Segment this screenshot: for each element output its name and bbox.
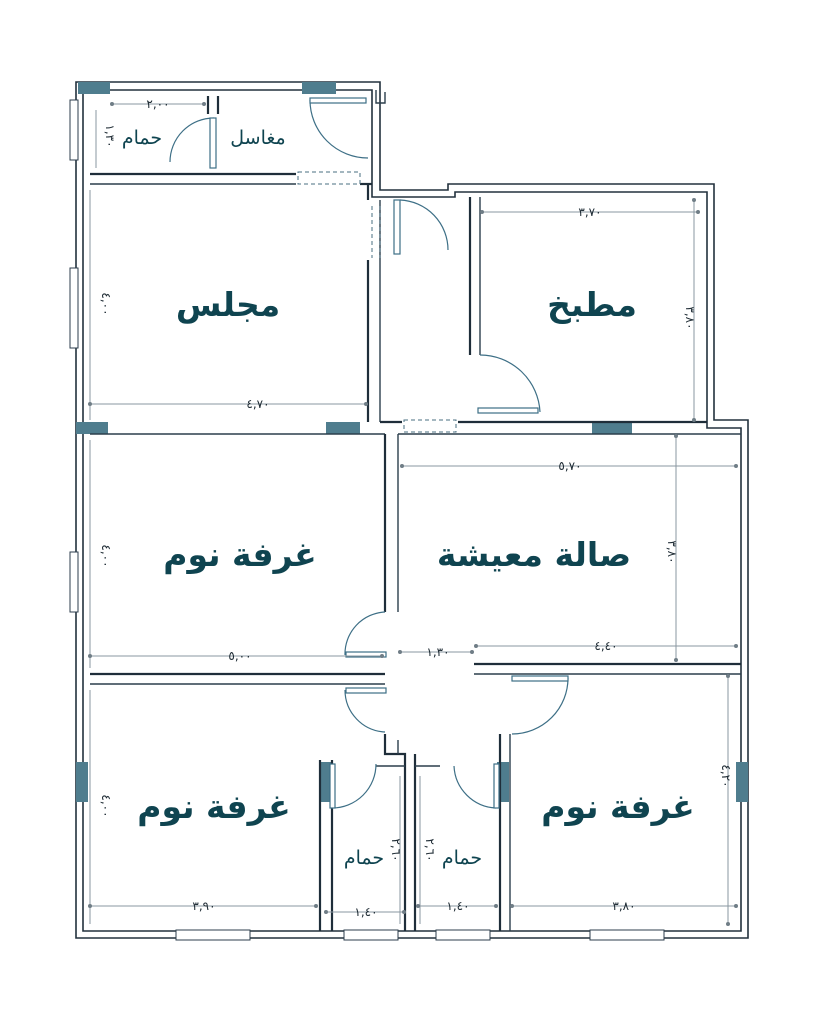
dim-bedroom-top-width: ٥,٠٠: [228, 649, 251, 663]
dim-majlis-width: ٤,٧٠: [246, 397, 269, 411]
dimension-lines: [89, 103, 736, 924]
interior-walls: [90, 96, 741, 931]
windows: [69, 99, 665, 941]
dim-bedroom-right-width: ٣,٨٠: [612, 899, 635, 913]
room-label-majlis: مجلس: [176, 285, 280, 324]
outer-walls: [75, 81, 749, 939]
dim-bath-right-width: ١,٤٠: [446, 899, 469, 913]
room-label-bedroom-bottom: غرفة نوم: [137, 787, 290, 827]
dim-bath-right-depth: ٢,٦٠: [423, 838, 437, 861]
dim-kitchen-depth: ٣,٨٠: [683, 306, 697, 329]
openings: [297, 171, 457, 433]
room-label-bedroom-right: غرفة نوم: [541, 787, 694, 827]
dim-kitchen-width: ٣,٧٠: [578, 205, 601, 219]
room-label-bedroom-top: غرفة نوم: [163, 535, 316, 575]
room-label-kitchen: مطبخ: [547, 285, 637, 325]
dim-living-lower-width: ٤,٤٠: [594, 639, 617, 653]
room-label-bath-top: حمام: [122, 127, 162, 149]
dim-bedroom-bottom-depth: ٤,٠٠: [99, 794, 113, 817]
dim-corridor-width: ١,٣٠: [426, 645, 449, 659]
dim-living-width: ٥,٧٠: [558, 459, 581, 473]
dimension-labels: ٢,٠٠ ١,٣٠ ٣,٧٠ ٣,٨٠ ٤,٠٠ ٤,٧٠ ٥,٧٠ ٣,٨٠ …: [99, 97, 733, 919]
dim-bath-left-depth: ٢,٦٠: [389, 838, 403, 861]
dim-bath-left-width: ١,٤٠: [354, 905, 377, 919]
dim-majlis-depth: ٤,٠٠: [99, 292, 113, 315]
room-labels: حمام مغاسل مجلس مطبخ غرفة نوم صالة معيشة…: [122, 127, 695, 869]
dim-bath-top-width: ٢,٠٠: [146, 97, 169, 111]
room-label-bath-mid-left: حمام: [344, 847, 384, 869]
dim-bath-top-depth: ١,٣٠: [103, 124, 117, 147]
room-label-living: صالة معيشة: [437, 535, 631, 574]
room-label-washbasins: مغاسل: [230, 127, 285, 149]
dim-bedroom-top-depth: ٤,٠٠: [99, 544, 113, 567]
dim-living-depth: ٣,٨٠: [665, 540, 679, 563]
dim-bedroom-right-depth: ٤,٢٠: [719, 764, 733, 787]
dimension-dots: [88, 102, 738, 926]
room-label-bath-mid-right: حمام: [442, 847, 482, 869]
dim-bedroom-bottom-width: ٣,٩٠: [192, 899, 215, 913]
doors: [169, 97, 569, 809]
